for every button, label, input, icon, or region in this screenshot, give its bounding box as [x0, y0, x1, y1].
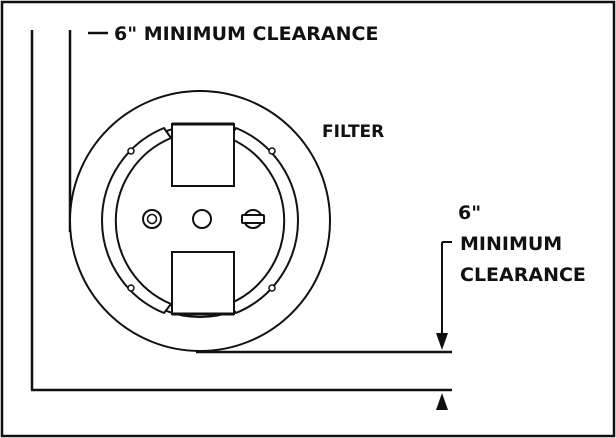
bolt-bottom-left [127, 284, 135, 292]
top-clearance-label: 6" MINIMUM CLEARANCE [114, 23, 378, 45]
down-arrow [436, 241, 452, 350]
bolt-bottom-right [268, 284, 276, 292]
bolt-top-right [268, 147, 276, 155]
side-clearance-label-line3: CLEARANCE [460, 264, 586, 286]
side-clearance-label-line2: MINIMUM [460, 233, 562, 255]
drain-valve-icon [241, 209, 265, 229]
bolt-top-left [127, 147, 135, 155]
right-clamp-band [228, 127, 299, 314]
filter-label: FILTER [322, 122, 384, 142]
left-clamp-band [101, 127, 172, 314]
gauge-port-icon [142, 209, 162, 229]
center-port-icon [192, 209, 212, 229]
down-arrowhead [436, 333, 448, 350]
up-arrowhead [436, 393, 448, 410]
side-clearance-label-line1: 6" [458, 202, 481, 224]
top-clamp-bracket [171, 123, 235, 187]
filter-unit [69, 90, 331, 352]
bottom-clamp-bracket [171, 251, 235, 315]
